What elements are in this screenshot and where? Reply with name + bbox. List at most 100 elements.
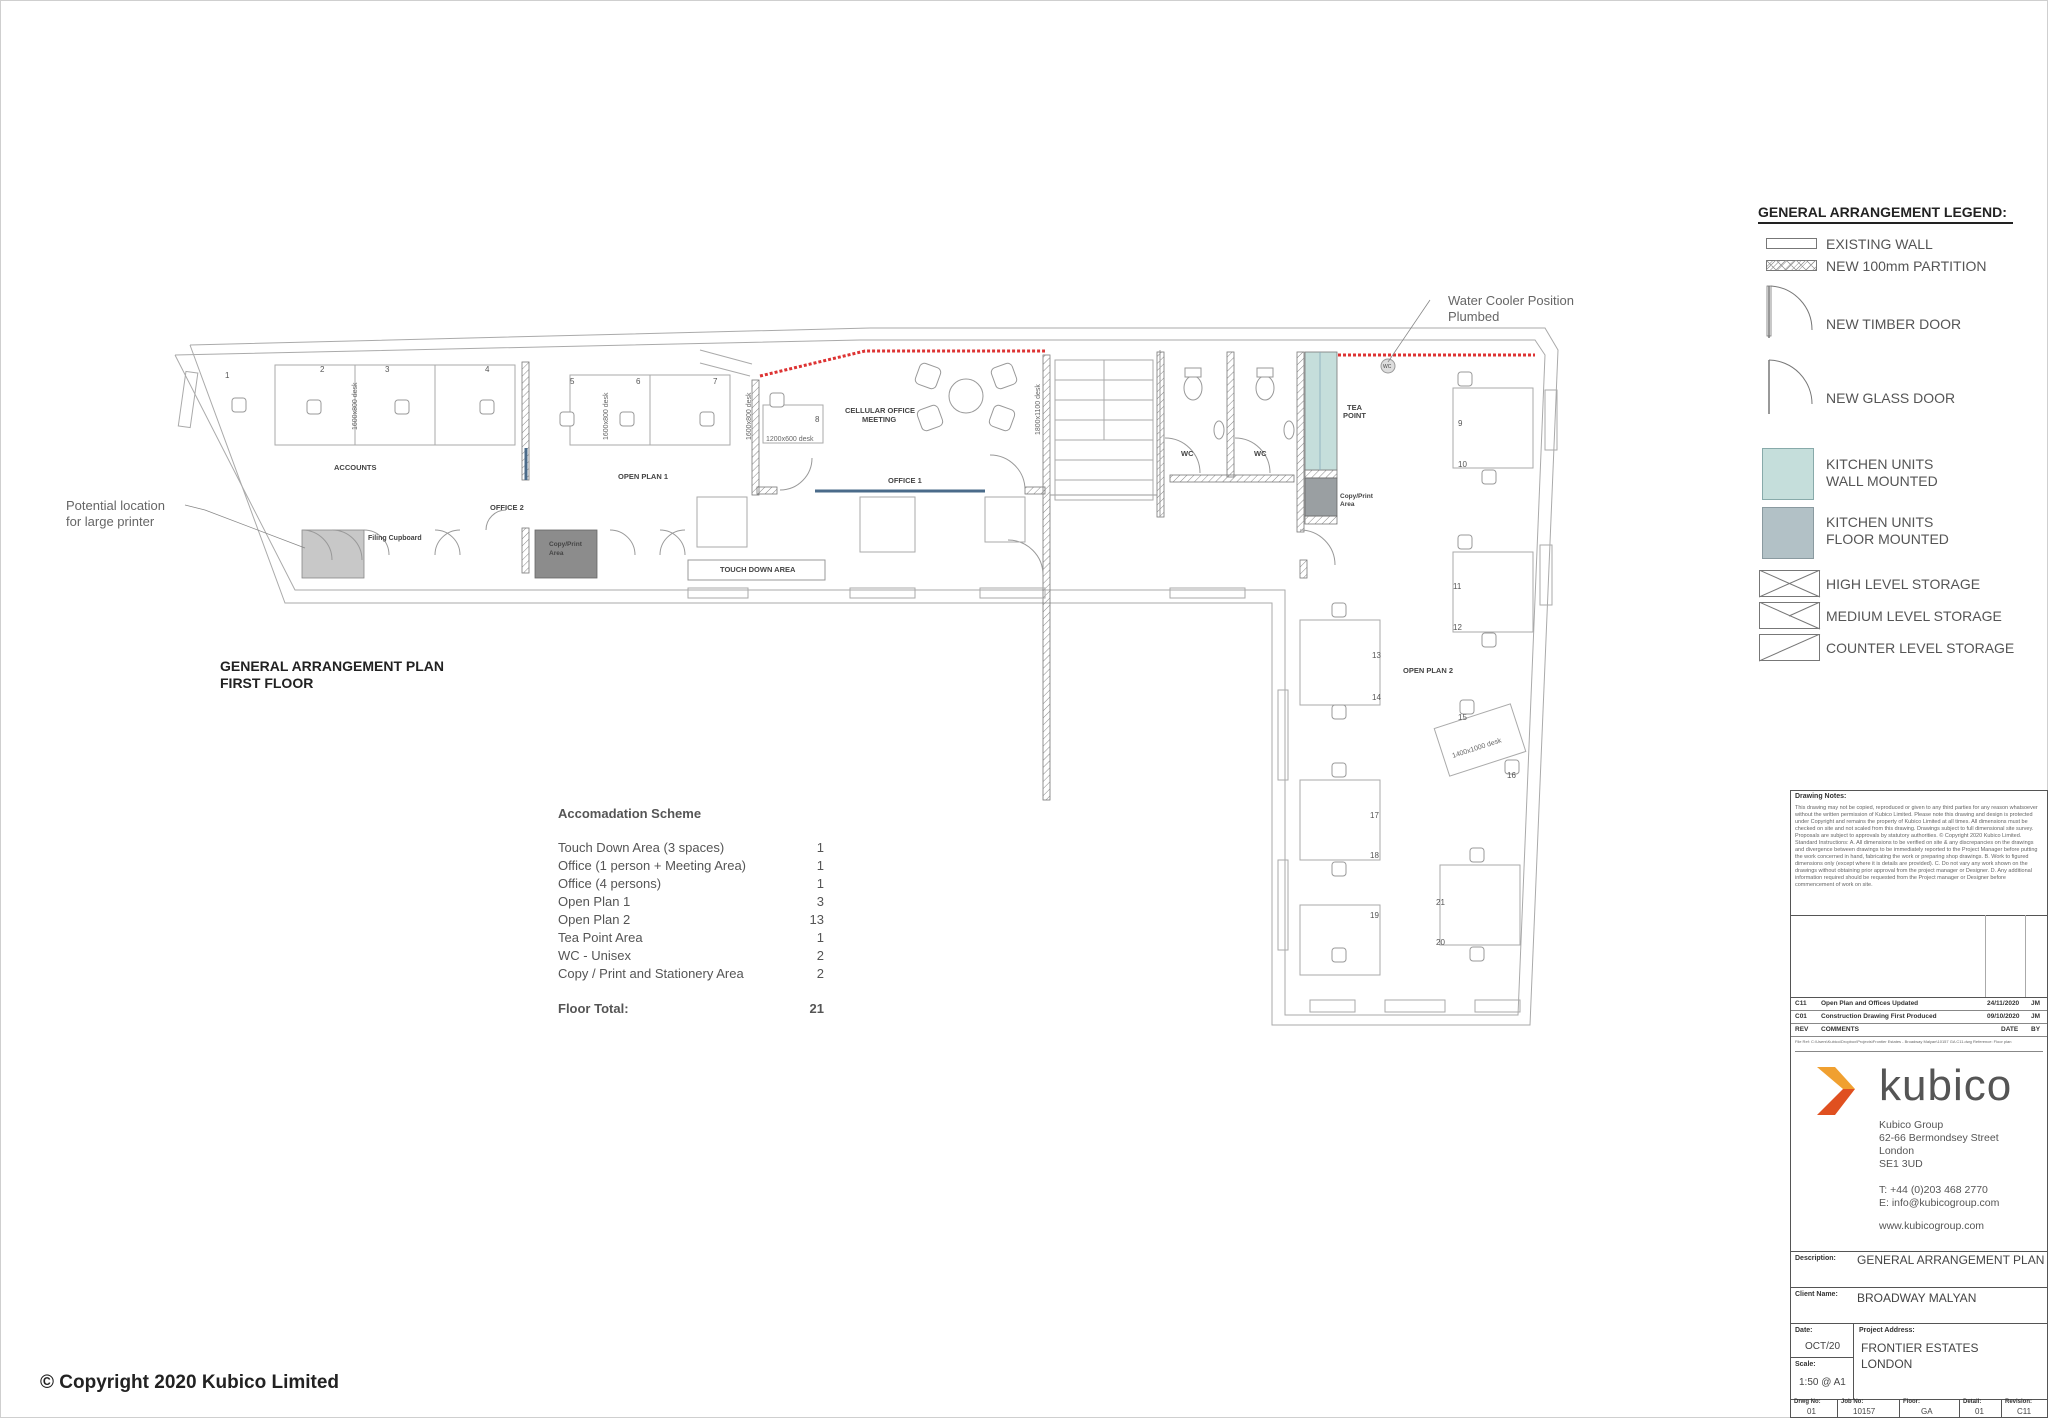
desk-number: 19 bbox=[1370, 911, 1379, 920]
room-label-copy-print: Area bbox=[549, 550, 564, 557]
legend-label: MEDIUM LEVEL STORAGE bbox=[1826, 608, 2002, 624]
partitions bbox=[521, 351, 1338, 801]
client-value: BROADWAY MALYAN bbox=[1857, 1291, 1977, 1305]
rev-date: 24/11/2020 bbox=[1987, 1000, 2020, 1007]
desk-size-label: 1400x1000 desk bbox=[1451, 737, 1502, 760]
legend-label-line: WALL MOUNTED bbox=[1826, 473, 1938, 489]
room-label-open-plan-2: OPEN PLAN 2 bbox=[1403, 666, 1453, 675]
job-label: Job No: bbox=[1841, 1399, 1864, 1405]
desk-number: 1 bbox=[225, 371, 230, 380]
desk-number: 13 bbox=[1372, 651, 1381, 660]
desk-size-label: 1600x800 desk bbox=[603, 392, 610, 440]
room-label-meeting: MEETING bbox=[862, 415, 896, 424]
drawing-notes: Drawing Notes: This drawing may not be c… bbox=[1791, 791, 2047, 916]
desks bbox=[274, 364, 1534, 976]
legend-label-line: KITCHEN UNITS bbox=[1826, 514, 1934, 530]
storage-blocks bbox=[301, 351, 1338, 579]
desk-number: 9 bbox=[1458, 419, 1463, 428]
accommodation-label: WC - Unisex bbox=[558, 948, 631, 963]
accommodation-schedule: Accomadation Scheme Touch Down Area (3 s… bbox=[558, 806, 824, 1016]
annotation-printer: Potential location for large printer bbox=[66, 498, 165, 530]
desk-number: 10 bbox=[1458, 460, 1467, 469]
room-label-office1: OFFICE 1 bbox=[888, 476, 922, 485]
timber-door-icon bbox=[1766, 285, 1813, 338]
desk-number: 11 bbox=[1453, 582, 1462, 591]
legend-label: KITCHEN UNITS WALL MOUNTED bbox=[1826, 456, 1938, 490]
water-cooler-label: WC bbox=[1383, 364, 1392, 370]
rev-date: 09/10/2020 bbox=[1987, 1013, 2020, 1020]
desk-number: 16 bbox=[1507, 771, 1516, 780]
door-swings bbox=[301, 437, 1336, 576]
date-value: OCT/20 bbox=[1805, 1341, 1841, 1352]
legend-label: NEW 100mm PARTITION bbox=[1826, 258, 1987, 274]
rev-header-comments: COMMENTS bbox=[1821, 1026, 1859, 1033]
room-label-office2: OFFICE 2 bbox=[490, 503, 524, 512]
accommodation-count: 1 bbox=[816, 930, 824, 945]
legend-label: COUNTER LEVEL STORAGE bbox=[1826, 640, 2015, 656]
accommodation-label: Touch Down Area (3 spaces) bbox=[558, 840, 725, 855]
kubico-logo-text: kubico bbox=[1879, 1061, 2013, 1110]
rev-comment: Open Plan and Offices Updated bbox=[1821, 1000, 1919, 1007]
accommodation-title: Accomadation Scheme bbox=[558, 806, 702, 821]
company-city: London bbox=[1879, 1145, 1915, 1157]
dwg-label: Drwg No: bbox=[1794, 1399, 1821, 1405]
desk-number: 2 bbox=[320, 365, 325, 374]
accommodation-label: Office (1 person + Meeting Area) bbox=[558, 858, 746, 873]
project-line2: LONDON bbox=[1861, 1357, 1913, 1371]
floor-value: GA bbox=[1921, 1407, 1933, 1416]
date-label: Date: bbox=[1795, 1327, 1813, 1334]
company-phone: T: +44 (0)203 468 2770 bbox=[1879, 1184, 1988, 1196]
rev-header-date: DATE bbox=[2001, 1026, 2019, 1033]
desk-number: 12 bbox=[1453, 623, 1462, 632]
floor-label: Floor: bbox=[1903, 1399, 1920, 1405]
meeting-table bbox=[914, 362, 1018, 432]
accommodation-count: 2 bbox=[816, 948, 824, 963]
project-line1: FRONTIER ESTATES bbox=[1861, 1341, 1979, 1355]
chairs bbox=[231, 371, 1520, 963]
revision-row: C11 Open Plan and Offices Updated 24/11/… bbox=[1791, 997, 2047, 1011]
desk-size-label: 1200x600 desk bbox=[766, 436, 814, 443]
rev-comment: Construction Drawing First Produced bbox=[1821, 1013, 1937, 1020]
room-label-wc: WC bbox=[1254, 449, 1267, 458]
legend-label-line: KITCHEN UNITS bbox=[1826, 456, 1934, 472]
glass-partitions bbox=[524, 448, 985, 493]
rev-header-rev: REV bbox=[1795, 1026, 1809, 1033]
accommodation-label: Tea Point Area bbox=[558, 930, 643, 945]
legend: GENERAL ARRANGEMENT LEGEND: EXISTING WAL… bbox=[1758, 204, 2048, 674]
annotation-line: Potential location bbox=[66, 498, 166, 513]
legend-label: EXISTING WALL bbox=[1826, 236, 1933, 252]
kitchen-floor-swatch bbox=[1762, 507, 1814, 559]
desk-number: 7 bbox=[713, 377, 718, 386]
legend-label: KITCHEN UNITS FLOOR MOUNTED bbox=[1826, 514, 1949, 548]
accommodation-row: Office (1 person + Meeting Area)1 bbox=[558, 857, 824, 875]
annotation-line: Water Cooler Position bbox=[1448, 293, 1574, 308]
desk-number: 6 bbox=[636, 377, 641, 386]
description-label: Description: bbox=[1795, 1255, 1836, 1262]
rev-code: C11 bbox=[1795, 1000, 1807, 1007]
legend-label: HIGH LEVEL STORAGE bbox=[1826, 576, 1981, 592]
high-storage-icon bbox=[1759, 570, 1821, 598]
desk-number: 5 bbox=[570, 377, 575, 386]
building-outline bbox=[174, 327, 1559, 1026]
medium-storage-icon bbox=[1759, 602, 1821, 630]
detail-value: 01 bbox=[1975, 1407, 1984, 1416]
company-email: E: info@kubicogroup.com bbox=[1879, 1197, 2000, 1209]
client-label: Client Name: bbox=[1795, 1291, 1838, 1298]
kubico-logo-icon bbox=[1817, 1067, 1855, 1115]
accommodation-row: Touch Down Area (3 spaces) 1 bbox=[558, 839, 824, 857]
job-value: 10157 bbox=[1853, 1407, 1876, 1416]
plan-title-line1: GENERAL ARRANGEMENT PLAN bbox=[220, 658, 445, 674]
plan-title-line2: FIRST FLOOR bbox=[220, 675, 314, 691]
annotation-water-cooler: Water Cooler Position Plumbed bbox=[1448, 293, 1574, 325]
room-label-copy-print: Copy/Print bbox=[1340, 493, 1374, 500]
accommodation-label: Copy / Print and Stationery Area bbox=[558, 966, 744, 981]
accommodation-row: WC - Unisex 2 bbox=[558, 947, 824, 965]
accommodation-count: 1 bbox=[816, 840, 824, 855]
accommodation-label: Open Plan 2 bbox=[558, 912, 631, 927]
desk-number: 18 bbox=[1370, 851, 1379, 860]
legend-title: GENERAL ARRANGEMENT LEGEND: bbox=[1758, 204, 2013, 224]
room-label-copy-print: Copy/Print bbox=[549, 541, 583, 548]
drawing-numbers: Drwg No: 01 Job No: 10157 Floor: GA Deta… bbox=[1791, 1399, 2047, 1417]
accommodation-count: 13 bbox=[809, 912, 824, 927]
windows bbox=[177, 370, 1558, 1013]
